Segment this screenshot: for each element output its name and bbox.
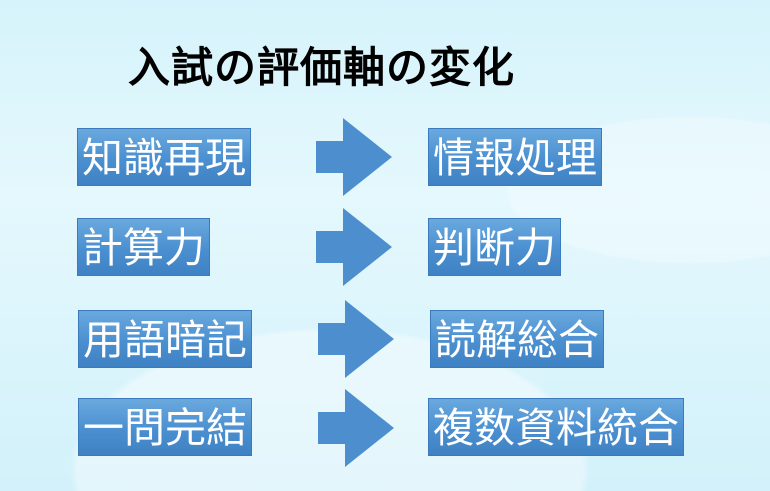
from-box-2: 計算力 [77, 218, 210, 276]
slide-title: 入試の評価軸の変化 [128, 43, 516, 92]
right-arrow-icon [318, 389, 394, 467]
from-box-4: 一問完結 [78, 398, 252, 456]
right-arrow-icon [318, 300, 394, 378]
to-box-3: 読解総合 [430, 310, 604, 368]
to-box-4: 複数資料統合 [428, 398, 684, 456]
from-box-3: 用語暗記 [78, 310, 252, 368]
to-box-2: 判断力 [428, 218, 561, 276]
right-arrow-icon [316, 118, 392, 196]
to-box-1: 情報処理 [428, 128, 602, 186]
from-box-1: 知識再現 [77, 128, 251, 186]
right-arrow-icon [316, 208, 392, 286]
